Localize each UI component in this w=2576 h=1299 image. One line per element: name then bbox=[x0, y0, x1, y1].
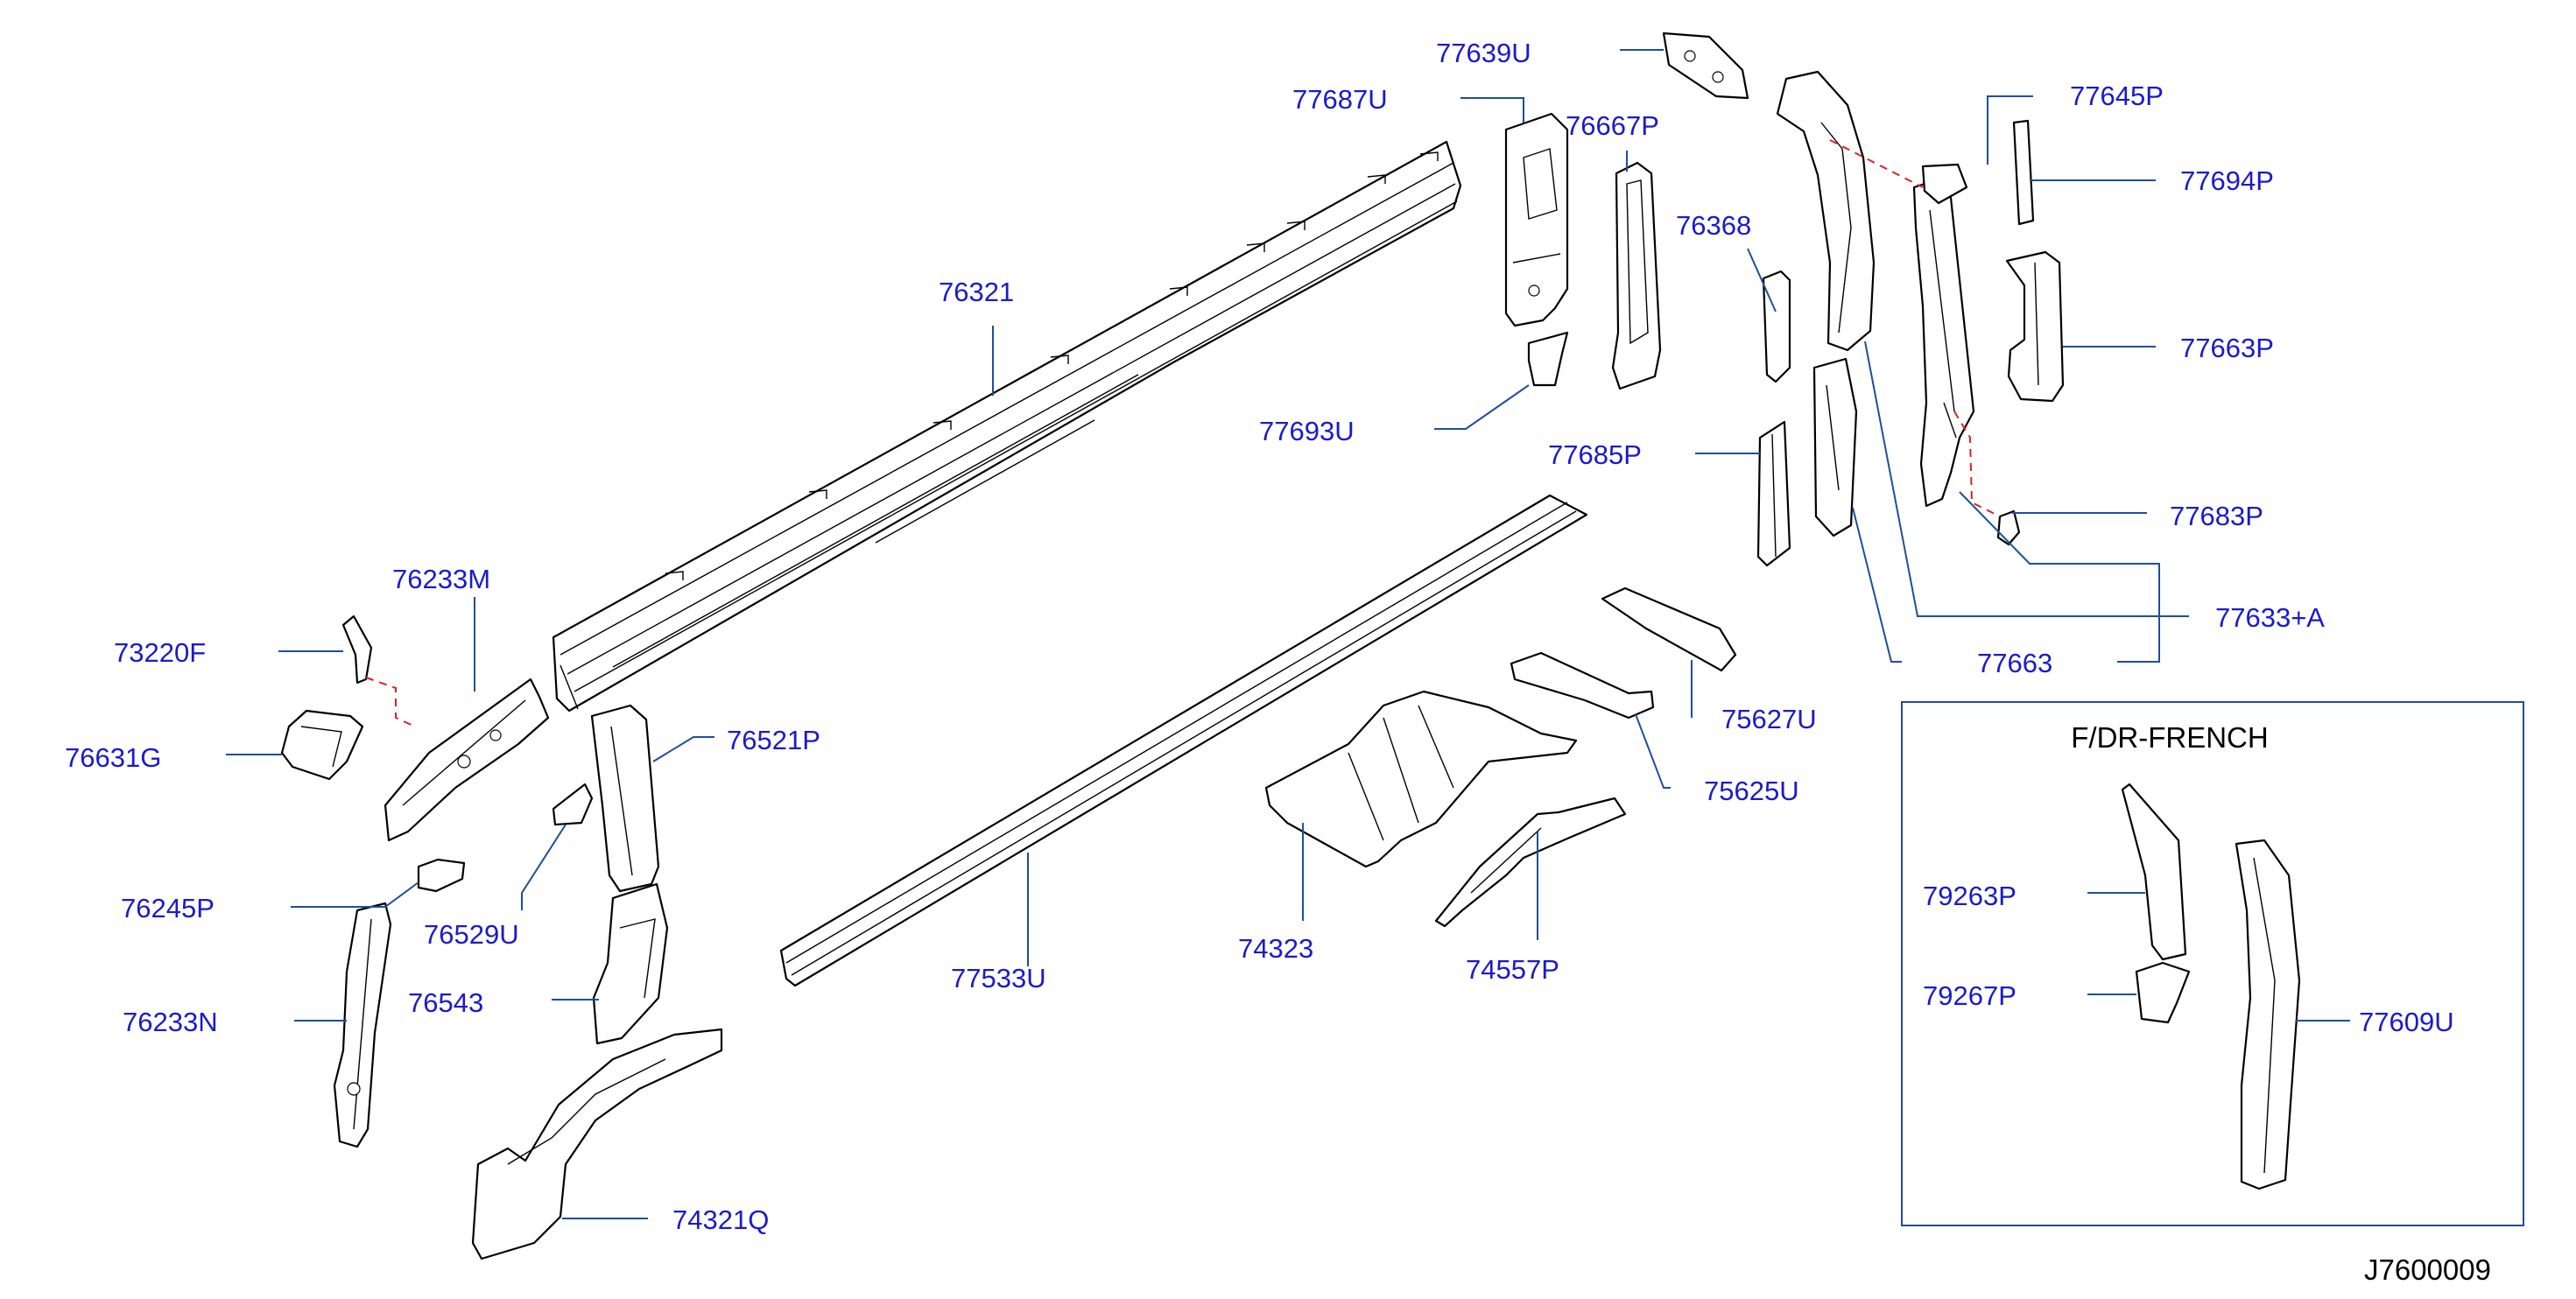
label-74321Q: 74321Q bbox=[672, 1204, 769, 1235]
part-79267P-piece bbox=[2135, 961, 2191, 1024]
label-77645P: 77645P bbox=[2070, 81, 2164, 111]
label-76631G: 76631G bbox=[65, 742, 161, 773]
dash-77663-top bbox=[1829, 139, 1924, 188]
part-77663P-bracket bbox=[2005, 250, 2065, 403]
part-74557P-bracket bbox=[1434, 797, 1627, 928]
part-77533U-lower-rail bbox=[779, 494, 1588, 987]
part-77694P-strip bbox=[2012, 119, 2035, 226]
label-76368: 76368 bbox=[1676, 210, 1751, 241]
part-76233M-quarter bbox=[384, 678, 550, 842]
label-77609U: 77609U bbox=[2359, 1007, 2454, 1037]
label-74323: 74323 bbox=[1238, 933, 1313, 964]
leader-77663-right bbox=[1959, 491, 2160, 663]
label-76529U: 76529U bbox=[424, 919, 519, 950]
part-74323-floor-pan bbox=[1264, 690, 1578, 868]
label-77687U: 77687U bbox=[1292, 84, 1388, 115]
label-76233N: 76233N bbox=[123, 1007, 218, 1037]
part-79263P-piece bbox=[2121, 783, 2187, 961]
part-76321-roof-rail bbox=[552, 140, 1462, 713]
leader-77687U bbox=[1460, 97, 1524, 123]
leader-lines bbox=[226, 49, 2350, 1219]
part-75625U-bracket bbox=[1510, 651, 1655, 720]
label-77685P: 77685P bbox=[1548, 439, 1642, 470]
leader-76529U bbox=[521, 824, 567, 910]
part-labels: 77639U 77687U 76667P 77645P 77694P 76368… bbox=[65, 38, 2454, 1235]
part-76667P-pillar bbox=[1611, 161, 1662, 390]
label-75625U: 75625U bbox=[1704, 776, 1799, 806]
part-76521P-pillar bbox=[590, 704, 660, 893]
part-73220F-bracket bbox=[341, 614, 373, 685]
part-77683P-clip bbox=[1996, 509, 2021, 546]
part-76233N-quarter bbox=[333, 902, 392, 1148]
part-76631G-block bbox=[280, 709, 364, 781]
leader-75625U bbox=[1635, 713, 1671, 789]
dashed-connectors bbox=[365, 139, 2001, 727]
dash-73220F-76233M bbox=[365, 677, 416, 727]
label-76233M: 76233M bbox=[392, 564, 490, 594]
part-75627U-bracket bbox=[1601, 586, 1737, 672]
part-76543-bracket bbox=[592, 882, 669, 1045]
part-77663-pillar bbox=[1776, 70, 1876, 537]
french-door-box-title: F/DR-FRENCH bbox=[2071, 721, 2268, 754]
label-77683P: 77683P bbox=[2170, 501, 2263, 531]
part-77609U-pillar bbox=[2235, 839, 2301, 1190]
leader-77645P bbox=[1987, 95, 2033, 165]
part-77687U-panel bbox=[1504, 112, 1569, 327]
part-76368-piece bbox=[1762, 270, 1791, 383]
label-77639U: 77639U bbox=[1436, 38, 1531, 68]
label-76521P: 76521P bbox=[727, 725, 820, 755]
diagram-code: J7600009 bbox=[2364, 1253, 2491, 1286]
dash-77633A-77683P bbox=[1953, 411, 2001, 517]
label-77533U: 77533U bbox=[951, 963, 1046, 994]
leader-76521P bbox=[652, 736, 714, 762]
part-77639U-bracket bbox=[1662, 32, 1749, 100]
french-door-box bbox=[1901, 701, 2524, 1226]
part-77693U-bracket bbox=[1527, 331, 1569, 387]
leader-76245P bbox=[291, 881, 419, 908]
label-74557P: 74557P bbox=[1466, 954, 1559, 985]
part-74321Q-wheelhouse bbox=[471, 1028, 723, 1260]
label-77633A: 77633+A bbox=[2215, 602, 2325, 633]
label-76321: 76321 bbox=[939, 277, 1014, 307]
part-77633A-pillar bbox=[1912, 179, 1975, 508]
label-77693U: 77693U bbox=[1259, 416, 1355, 446]
label-77663: 77663 bbox=[1977, 648, 2052, 678]
part-76245P-bracket bbox=[417, 858, 466, 893]
part-77645P-clip bbox=[1921, 163, 1968, 205]
label-76667P: 76667P bbox=[1566, 110, 1659, 141]
label-73220F: 73220F bbox=[114, 637, 206, 668]
label-76245P: 76245P bbox=[121, 893, 215, 923]
leader-76368 bbox=[1747, 248, 1777, 312]
label-75627U: 75627U bbox=[1721, 704, 1817, 734]
label-79263P: 79263P bbox=[1923, 881, 2016, 911]
leader-77663 bbox=[1852, 507, 1902, 663]
label-79267P: 79267P bbox=[1923, 980, 2016, 1011]
part-76529U-piece bbox=[552, 783, 594, 826]
label-77694P: 77694P bbox=[2180, 165, 2274, 196]
label-76543: 76543 bbox=[408, 987, 483, 1018]
label-77663P: 77663P bbox=[2180, 333, 2274, 363]
leader-77633A bbox=[1864, 341, 2189, 617]
leader-77693U bbox=[1434, 384, 1530, 430]
part-77685P-bar bbox=[1756, 420, 1791, 567]
